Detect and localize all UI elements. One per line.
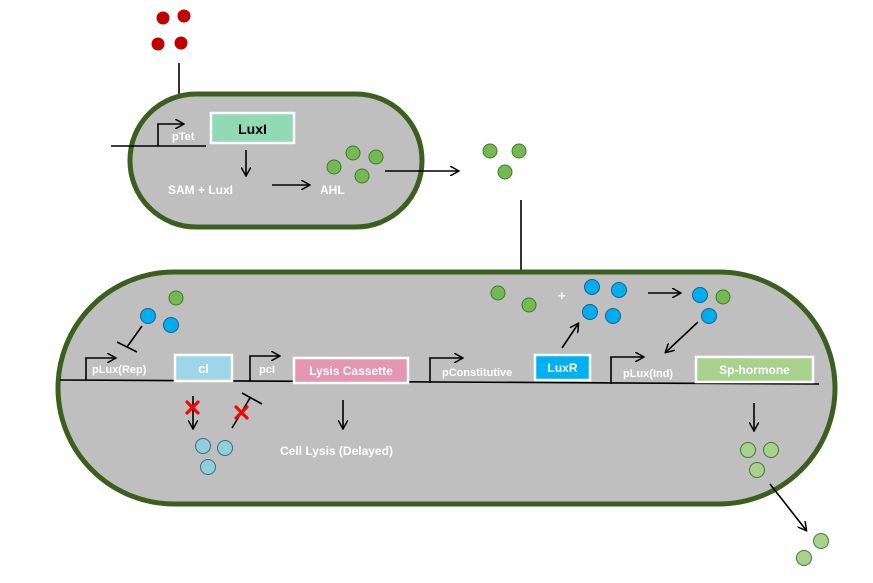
luxr-protein-molecules	[582, 279, 627, 324]
ahl-molecules-receiver	[490, 285, 537, 313]
ptet-promoter-icon	[157, 124, 183, 146]
ahl-molecules-inside-sender	[326, 145, 384, 184]
plux-rep-promoter-icon	[85, 358, 115, 380]
luxr-expression-arrow	[561, 324, 578, 349]
blocked-x-icon	[185, 400, 200, 415]
luxr-gene-box	[533, 353, 592, 382]
plus-sign: +	[558, 288, 566, 303]
ci-gene-label: cI	[198, 361, 209, 376]
ahl-luxr-complex-rep	[140, 290, 184, 333]
sender-cell	[127, 91, 425, 230]
lysis-cassette-label: Lysis Cassette	[309, 364, 393, 378]
ahl-luxr-complex-ind	[692, 287, 731, 324]
pci-promoter-icon	[249, 356, 279, 381]
ahl-label: AHL	[320, 183, 345, 197]
inducer-molecules	[151, 9, 191, 51]
sp-hormone-gene-box	[694, 355, 815, 384]
lysis-cassette-box	[292, 356, 410, 385]
luxi-gene-label: LuxI	[238, 121, 267, 137]
repression-inhibit-icon	[116, 325, 143, 353]
hormone-export-arrow	[769, 483, 806, 530]
blocked-x-icon	[234, 405, 249, 420]
receiver-cell	[55, 269, 838, 507]
plux-ind-promoter-icon	[610, 357, 643, 384]
pconstitutive-promoter-icon	[429, 358, 462, 383]
sp-hormone-gene-label: Sp-hormone	[719, 363, 790, 377]
cell-lysis-label: Cell Lysis (Delayed)	[280, 444, 393, 458]
pconstitutive-label: pConstitutive	[442, 367, 512, 379]
luxr-gene-label: LuxR	[548, 361, 578, 375]
ci-protein-molecules	[195, 438, 233, 475]
activation-arrow	[666, 321, 699, 352]
luxi-gene-box	[209, 111, 296, 145]
ci-gene-box	[173, 353, 234, 383]
plux-rep-label: pLux(Rep)	[92, 364, 147, 376]
sp-hormone-molecules-inside	[740, 442, 779, 478]
pci-label: pcI	[259, 364, 275, 376]
ahl-molecules-extracellular	[482, 143, 527, 180]
sp-hormone-molecules-extracellular	[796, 533, 829, 566]
plux-ind-label: pLux(Ind)	[623, 368, 673, 380]
reaction-label: SAM + LuxI	[168, 183, 233, 197]
ptet-label: pTet	[172, 131, 195, 143]
